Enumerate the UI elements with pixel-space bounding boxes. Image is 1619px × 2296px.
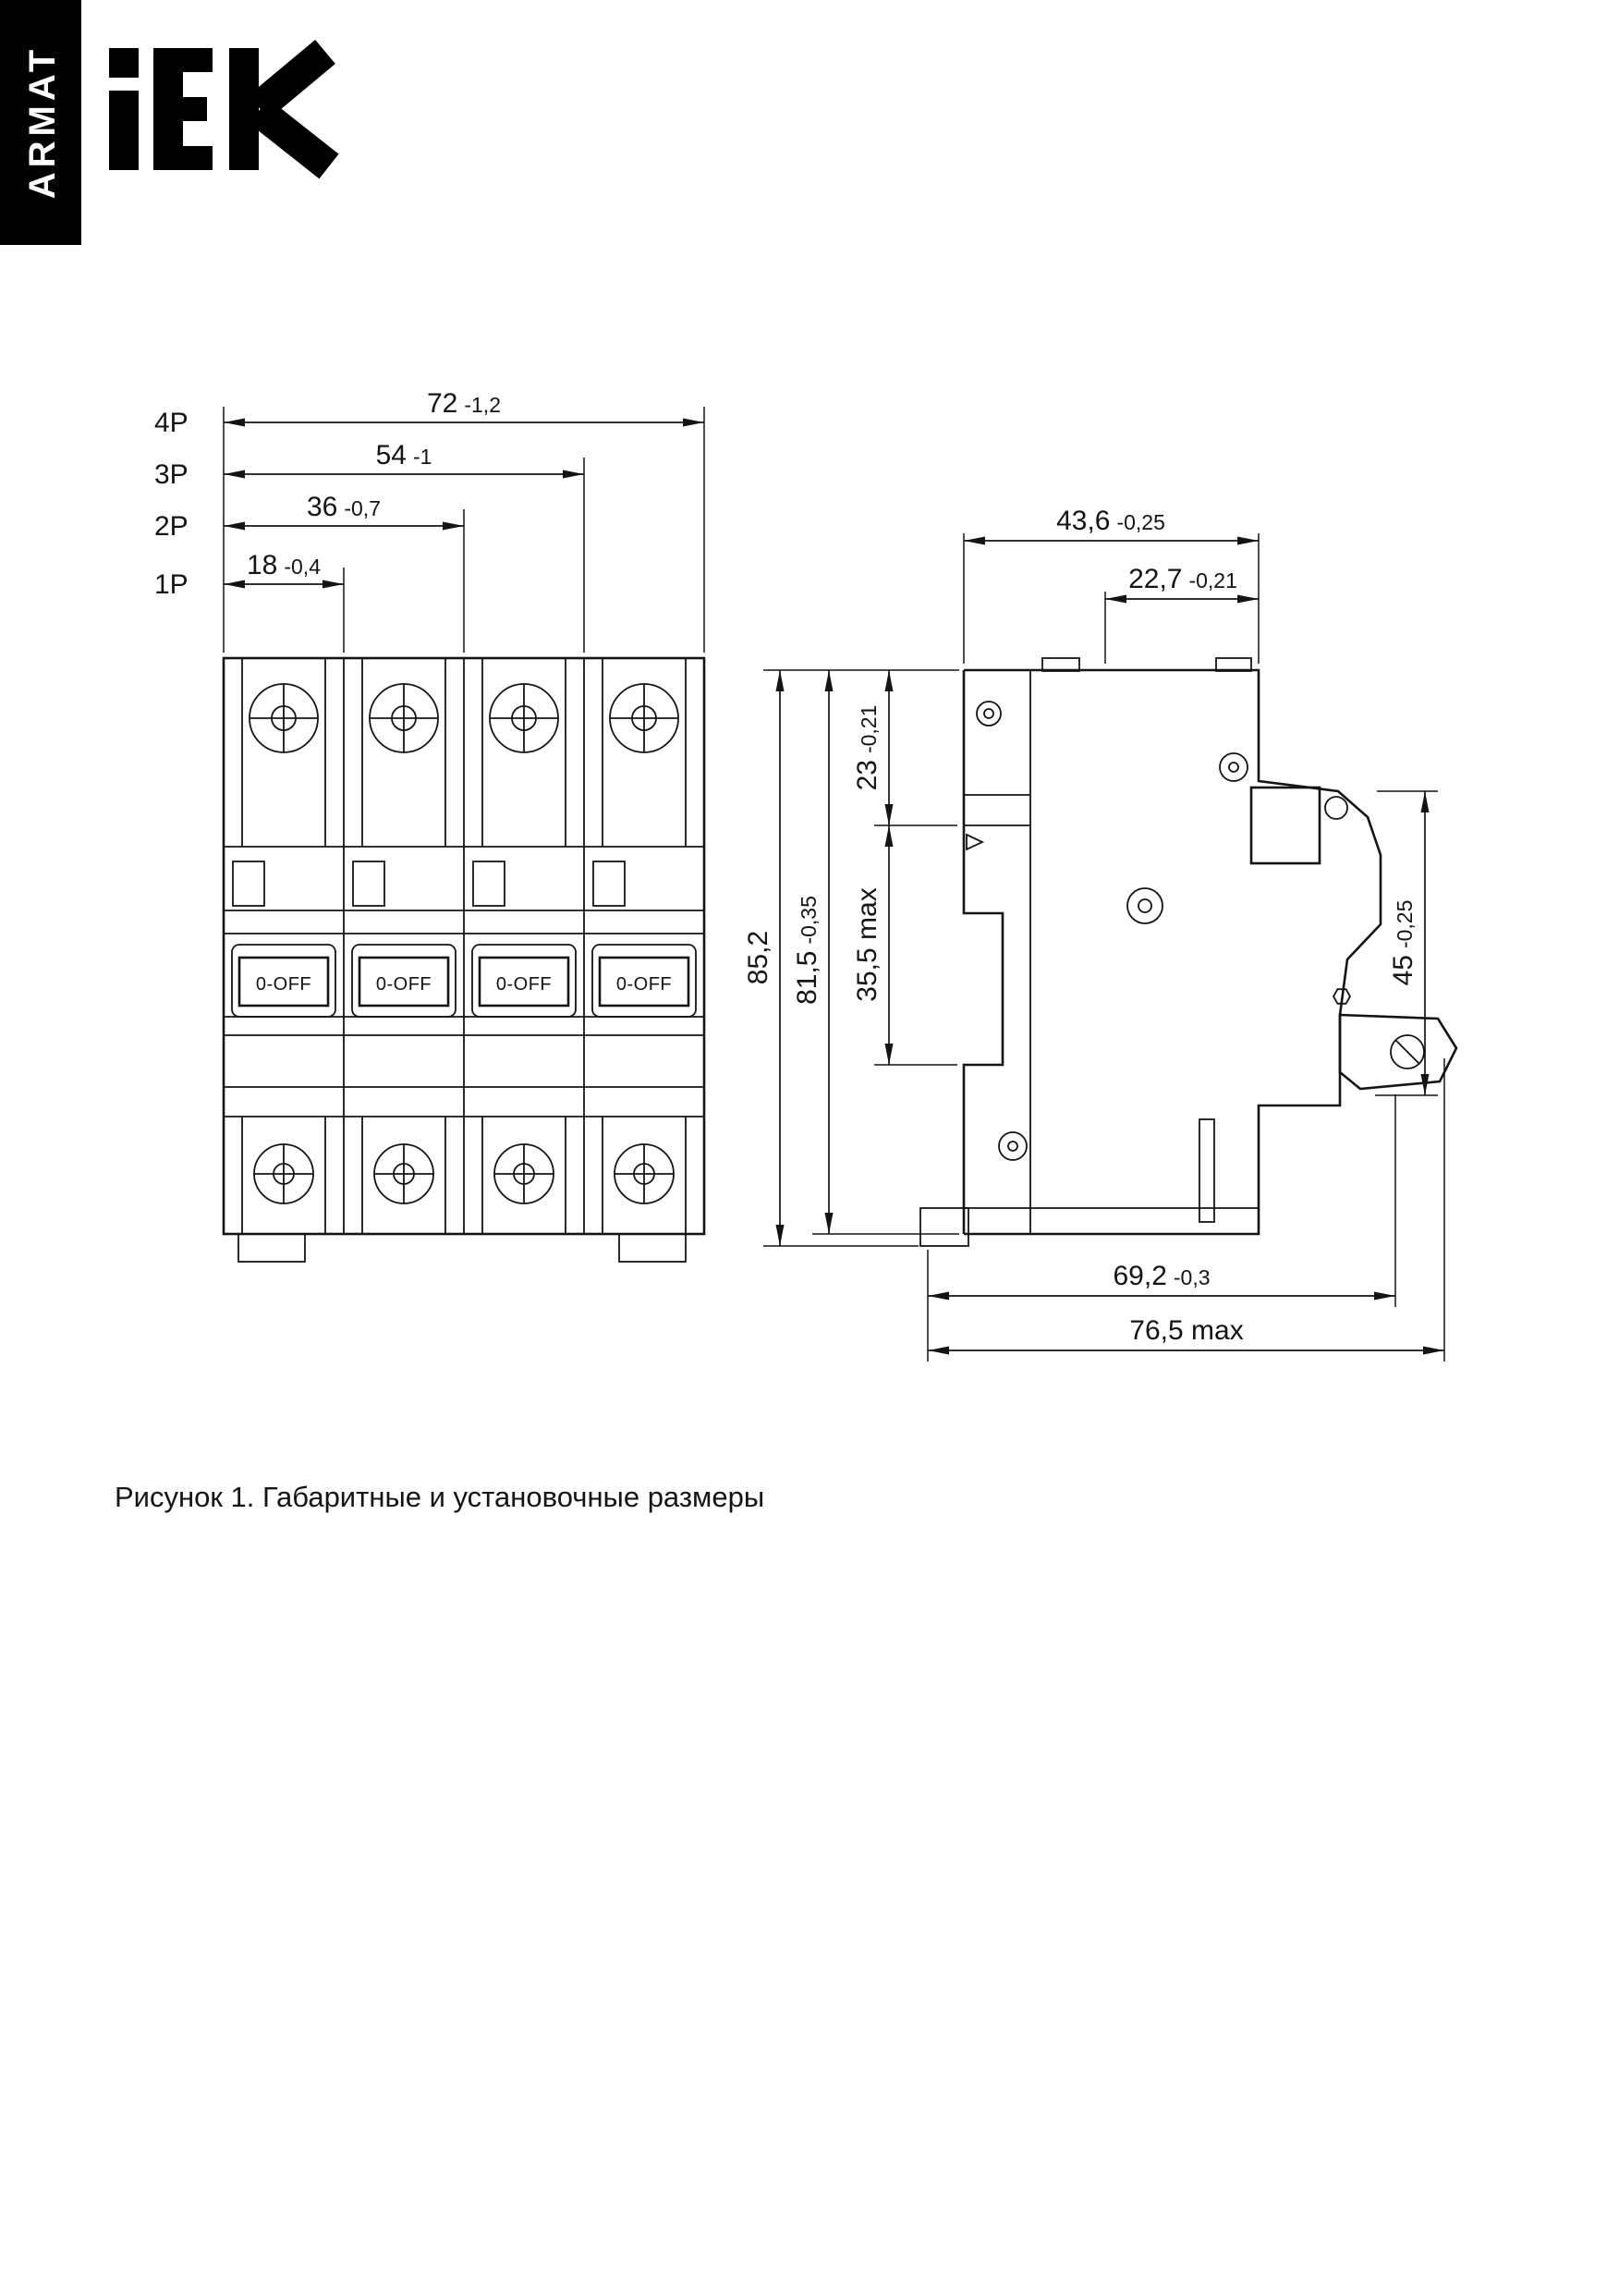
toggle-label: 0-OFF <box>256 974 311 995</box>
side-view <box>919 657 1458 1247</box>
dim-1p: 1P 18-0,4 <box>154 550 344 600</box>
dim-overall-height: 85,2 <box>743 670 785 1246</box>
front-dimensions: 4P 72-1,2 3P 54-1 2P 36-0,7 1P 18-0,4 <box>154 388 705 653</box>
terminal-screw-icon <box>373 1143 434 1204</box>
toggle-handle: 0-OFF <box>598 956 690 1008</box>
dim-text: 54-1 <box>376 440 432 470</box>
terminal-screw-icon <box>493 1143 554 1204</box>
pole-label: 2P <box>154 511 189 542</box>
pole-clip <box>592 861 626 907</box>
pole-clip <box>472 861 505 907</box>
din-foot <box>618 1233 687 1263</box>
iek-logo <box>109 39 339 179</box>
dim-max-width: 76,5 max <box>928 1315 1444 1355</box>
dim-4p: 4P 72-1,2 <box>154 388 704 438</box>
dim-text: 85,2 <box>743 931 773 984</box>
dim-din-height: 45-0,25 <box>1388 791 1430 1095</box>
hex-nut-icon <box>1332 988 1352 1005</box>
side-dimensions: 43,6-0,25 22,7-0,21 85,2 81,5-0,35 <box>743 506 1445 1362</box>
dim-text: 36-0,7 <box>307 492 381 522</box>
dim-terminal-width: 22,7-0,21 <box>1105 564 1259 604</box>
dim-text: 18-0,4 <box>247 550 321 580</box>
terminal-screw-icon <box>614 1143 675 1204</box>
dim-text: 43,6-0,25 <box>1056 506 1165 536</box>
dim-text: 76,5 max <box>1129 1315 1243 1346</box>
brand-vertical-text: ARMAT <box>22 45 63 199</box>
pole-label: 3P <box>154 459 189 490</box>
pole-label: 4P <box>154 408 189 438</box>
pole-label: 1P <box>154 569 189 600</box>
din-foot <box>237 1233 306 1263</box>
toggle-handle: 0-OFF <box>478 956 570 1008</box>
dim-text: 72-1,2 <box>427 388 501 419</box>
toggle-label: 0-OFF <box>376 974 432 995</box>
toggle-label: 0-OFF <box>616 974 672 995</box>
dim-mount-width: 69,2-0,3 <box>928 1261 1395 1301</box>
dim-text: 23-0,21 <box>852 705 883 791</box>
front-view: 0-OFF 0-OFF 0-OFF 0-OFF <box>222 656 706 1263</box>
terminal-screw-icon <box>609 683 679 753</box>
dim-text: 81,5-0,35 <box>792 896 822 1005</box>
toggle-handle: 0-OFF <box>237 956 330 1008</box>
toggle-label: 0-OFF <box>496 974 552 995</box>
din-foot <box>919 1207 969 1247</box>
dim-body-height: 81,5-0,35 <box>792 670 834 1234</box>
dim-text: 69,2-0,3 <box>1113 1261 1210 1291</box>
toggle-handle-side <box>1249 786 1321 865</box>
terminal-screw-icon <box>249 683 319 753</box>
toggle-handle: 0-OFF <box>358 956 450 1008</box>
pole-clip <box>352 861 385 907</box>
terminal-screw-icon <box>369 683 439 753</box>
dim-text: 45-0,25 <box>1388 900 1418 986</box>
dim-handle-depth: 35,5 max <box>852 825 894 1065</box>
dim-overall-width: 43,6-0,25 <box>964 506 1259 545</box>
dim-text: 35,5 max <box>852 887 883 1001</box>
latch <box>966 833 985 851</box>
din-clip <box>1338 1013 1458 1091</box>
brand-bar: ARMAT <box>0 0 81 245</box>
terminal-screw-icon <box>253 1143 314 1204</box>
pole-clip <box>232 861 265 907</box>
dim-terminal-depth: 23-0,21 <box>852 670 894 825</box>
dim-2p: 2P 36-0,7 <box>154 492 464 542</box>
terminal-screw-icon <box>489 683 559 753</box>
dim-3p: 3P 54-1 <box>154 440 584 490</box>
figure-caption: Рисунок 1. Габаритные и установочные раз… <box>115 1481 764 1513</box>
dim-text: 22,7-0,21 <box>1128 564 1237 594</box>
